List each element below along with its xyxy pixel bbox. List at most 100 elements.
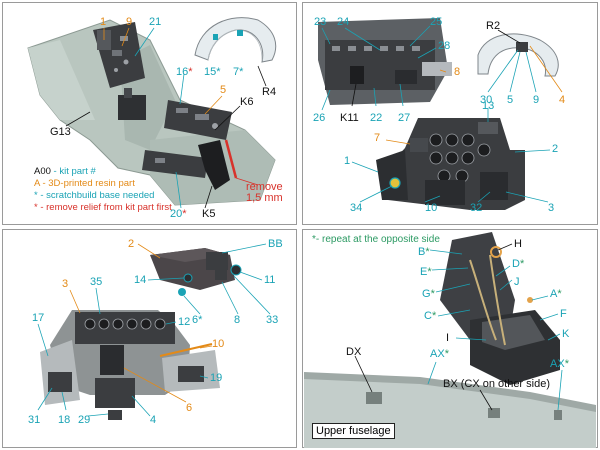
p2-label-2: 2: [552, 143, 559, 155]
leader-p4-ax1: [427, 361, 437, 385]
leader-p2-22: [373, 87, 377, 107]
p4-label-ax2-text: AX: [550, 358, 565, 370]
p4-label-e-text: E: [420, 266, 428, 278]
p4-label-ax2-star: *: [564, 358, 569, 370]
leader-p3-31: [37, 387, 53, 411]
throttle-unit: [118, 95, 146, 120]
p3-label-33: 33: [266, 314, 279, 326]
p4-label-ax1: AX*: [430, 348, 449, 360]
p4-label-a-text: A: [550, 288, 558, 300]
seat-handle-h: [490, 246, 502, 258]
p1-label-7-text: 7: [233, 66, 240, 78]
leader-p2-10: [424, 195, 441, 203]
part-7-panel: [410, 138, 428, 152]
p2-label-34: 34: [350, 202, 363, 214]
console-detail-2: [112, 50, 122, 56]
p4-note-star: *: [312, 234, 316, 245]
p3-label-11: 11: [264, 274, 276, 286]
p2-label-1: 1: [344, 155, 351, 167]
r2-leader: [497, 29, 521, 44]
overhead-block: [395, 70, 417, 84]
leader-p1-9: [121, 27, 130, 47]
gauge-2: [445, 133, 459, 147]
p1-label-20-text: 20: [170, 208, 183, 220]
p3-label-6: 6*: [192, 314, 202, 326]
leader-p3-6: [183, 295, 201, 315]
p1-label-g13: G13: [50, 126, 71, 138]
p3-label-6-text: 6: [192, 314, 199, 326]
leader-p3-8: [221, 281, 239, 315]
overhead-screen: [350, 66, 364, 84]
lp-gauge-1: [84, 318, 96, 330]
p1-label-15: 15*: [204, 66, 221, 78]
p4-label-d-text: D: [512, 258, 520, 270]
p1-label-16-star: *: [188, 66, 193, 78]
legend-kit: A00 - kit part #: [34, 166, 96, 177]
p2-label-25: 25: [430, 16, 443, 28]
p2-label-8: 8: [454, 66, 461, 78]
remove-pointer: [235, 177, 259, 186]
leader-p2-23: [321, 27, 331, 45]
overhead-detail-6: [412, 46, 420, 51]
leader-p4-j: [499, 279, 513, 291]
canopy-detail-1: [213, 34, 218, 40]
p4-label-g-text: G: [422, 288, 431, 300]
leader-p2-5: [509, 51, 521, 93]
p1-label-16: 16*: [176, 66, 193, 78]
p2-label-10: 10: [425, 202, 438, 214]
leader-p2-25: [409, 25, 431, 47]
p3-label-6b: 6: [186, 402, 193, 414]
canopy-frame: [194, 17, 277, 63]
seat-cushion: [482, 315, 545, 350]
p4-note: *- repeat at the opposite side: [312, 234, 440, 246]
leader-p4-ax2: [557, 369, 563, 411]
p2-label-28: 28: [438, 40, 451, 52]
p2-label-22: 22: [370, 112, 383, 124]
p4-label-b: B*: [418, 246, 430, 258]
leader-p1-k5: [204, 185, 213, 209]
fuselage-edge: [304, 372, 596, 412]
p4-label-i: I: [446, 332, 450, 344]
p1-label-20-star: *: [182, 208, 187, 220]
part-13-panel: [478, 122, 498, 134]
fuselage-panel-bx: [488, 408, 500, 418]
p4-label-f: F: [560, 308, 567, 320]
r4-leader: [257, 65, 267, 87]
overhead-detail-5: [396, 46, 404, 51]
p2-label-5: 5: [507, 94, 514, 106]
p3-label-14: 14: [134, 274, 147, 286]
leader-p3-4: [131, 395, 151, 417]
seat-harness-2: [489, 254, 506, 346]
leader-p3-12: [165, 321, 177, 325]
p1-label-7-star: *: [239, 66, 244, 78]
leader-p2-k11: [351, 83, 357, 107]
p2-label-26: 26: [313, 112, 326, 124]
leader-p3-19: [199, 375, 209, 379]
p2-label-r2: R2: [486, 20, 501, 32]
p4-label-d: D*: [512, 258, 524, 270]
leader-p4-bx: [479, 389, 493, 411]
p3-label-bb: BB: [268, 238, 283, 250]
overhead-detail-4: [380, 46, 388, 51]
leader-p3-6b: [123, 367, 187, 403]
overhead-detail-3: [364, 46, 372, 51]
right-console-detail: [178, 366, 204, 382]
lower-console: [142, 150, 208, 178]
right-console-detail-2: [195, 114, 209, 120]
leader-p2-26: [321, 89, 331, 111]
p1-label-r4: R4: [262, 86, 277, 98]
legend-relief: * - remove relief from kit part first: [34, 202, 172, 213]
p2-label-4: 4: [559, 94, 566, 106]
p1-label-9: 9: [126, 16, 133, 28]
lower-console-detail: [155, 158, 165, 163]
p3-label-12: 12: [178, 316, 191, 328]
overhead-detail-1: [332, 46, 340, 51]
p2-label-3: 3: [548, 202, 555, 214]
leader-p2-28: [417, 47, 437, 59]
left-console-detail: [48, 372, 72, 392]
legend-scratch: * - scratchbuild base needed: [34, 190, 154, 201]
p3-label-18: 18: [58, 414, 71, 426]
p3-label-8: 8: [234, 314, 241, 326]
gauge-7: [477, 143, 491, 157]
